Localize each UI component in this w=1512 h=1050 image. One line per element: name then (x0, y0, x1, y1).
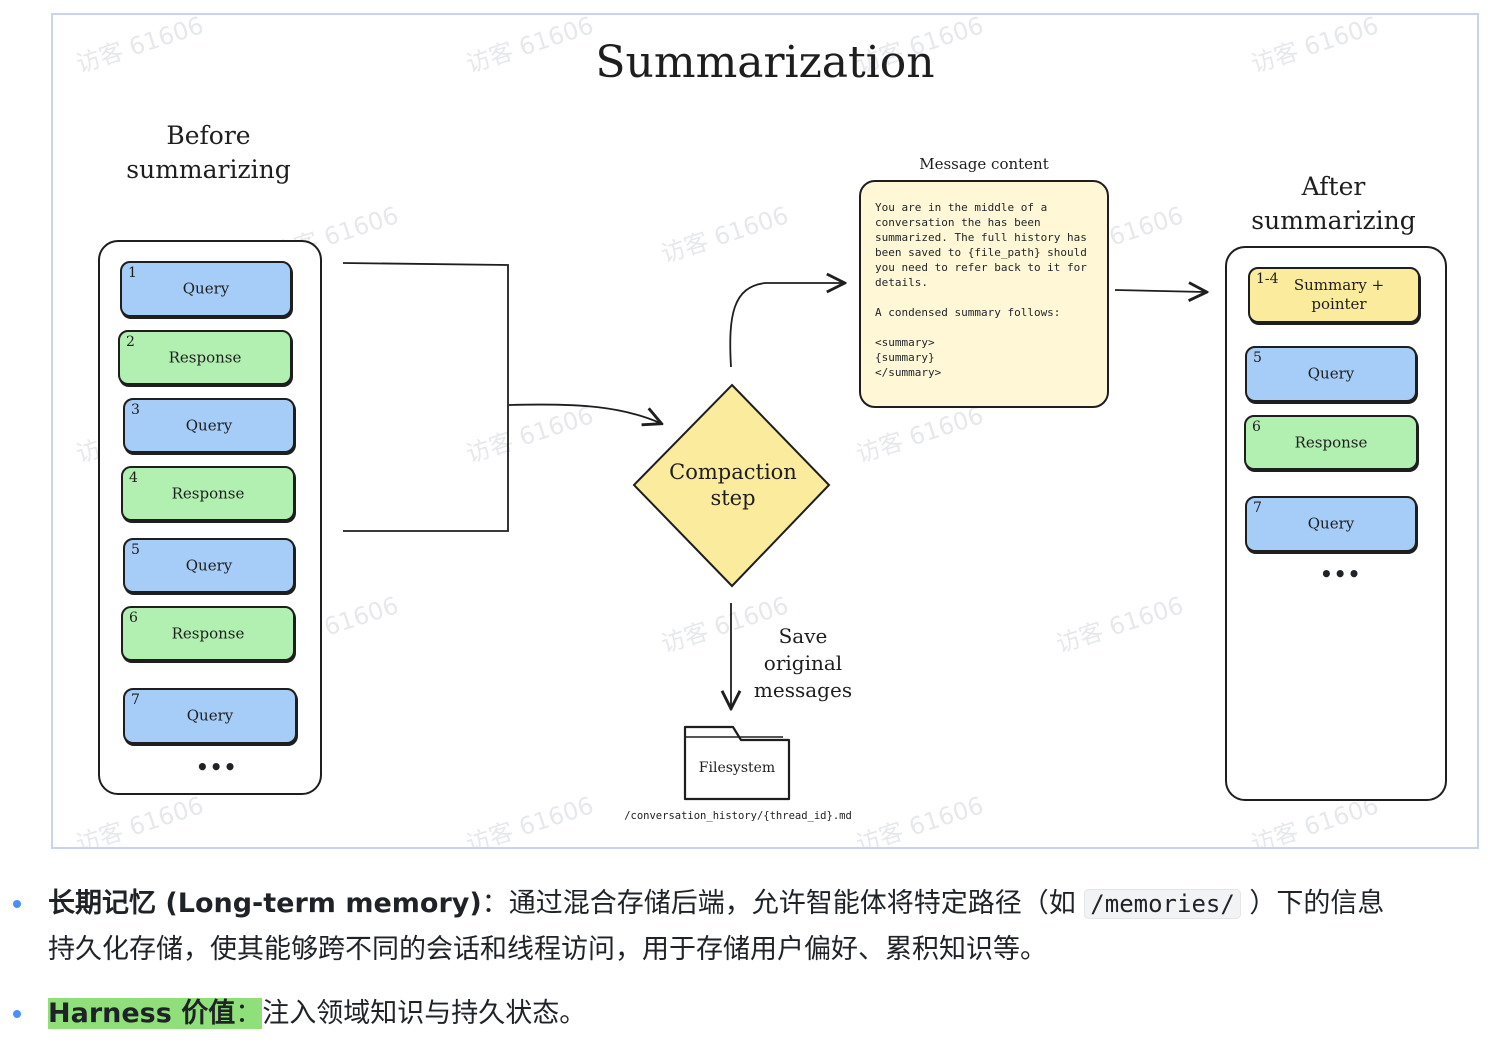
bullet-1-text-a: ：通过混合存储后端，允许智能体将特定路径（如 (481, 888, 1085, 919)
after-message-1: 1-4 Summary + pointer (1248, 267, 1420, 323)
message-label: Query (1307, 364, 1355, 383)
before-ellipsis: ••• (196, 755, 238, 779)
after-heading: After summarizing (1246, 170, 1421, 238)
bullet-dot-2 (13, 1010, 21, 1018)
message-label: Query (182, 279, 230, 298)
message-content-title: Message content (919, 155, 1049, 173)
save-label-line1: Save original (763, 624, 843, 675)
message-number: 1-4 (1256, 271, 1279, 287)
bullet-item-1: 长期记忆 (Long-term memory)：通过混合存储后端，允许智能体将特… (48, 881, 1488, 973)
message-label: Query (186, 706, 234, 725)
bullet-item-2: Harness 价值：注入领域知识与持久状态。 (48, 991, 1488, 1037)
before-heading-line2: summarizing (126, 155, 291, 184)
message-number: 6 (129, 610, 138, 626)
before-heading: Before summarizing (121, 119, 296, 187)
message-number: 7 (131, 692, 140, 708)
message-label: Response (171, 624, 245, 642)
save-messages-label: Save original messages (743, 623, 863, 704)
bullet-dot-1 (13, 900, 21, 908)
bracket-line (342, 262, 509, 532)
filesystem-path: /conversation_history/{thread_id}.md (624, 810, 852, 822)
compaction-label: Compaction step (653, 459, 813, 511)
message-content-para-1: You are in the middle of a conversation … (875, 201, 1094, 289)
after-ellipsis: ••• (1320, 562, 1362, 586)
message-number: 1 (128, 265, 137, 281)
message-content-para-2: A condensed summary follows: (875, 306, 1061, 319)
filesystem-label: Filesystem (698, 760, 776, 776)
message-number: 4 (129, 470, 138, 486)
before-heading-line1: Before (166, 121, 251, 150)
message-number: 5 (131, 542, 140, 558)
message-number: 5 (1253, 350, 1262, 366)
compaction-label-line1: Compaction (669, 460, 797, 484)
message-label: Query (1307, 514, 1355, 533)
message-label: Response (171, 484, 245, 502)
diagram-title: Summarization (595, 37, 935, 88)
bullet-2-text: 注入领域知识与持久状态。 (262, 998, 587, 1029)
message-number: 6 (1252, 419, 1261, 435)
message-label: Response (1294, 433, 1368, 451)
message-label: Query (185, 556, 233, 574)
message-number: 7 (1253, 500, 1262, 516)
arrow-to-after (1114, 290, 1205, 292)
message-label: Summary + pointer (1293, 276, 1385, 313)
after-heading-line1: After (1301, 172, 1366, 201)
bullet-1-line2: 持久化存储，使其能够跨不同的会话和线程访问，用于存储用户偏好、累积知识等。 (48, 934, 1047, 965)
bullet-2-title: Harness 价值 (48, 998, 236, 1029)
arrow-to-message-content (729, 283, 843, 368)
message-number: 2 (126, 334, 135, 350)
compaction-diamond (632, 383, 831, 588)
message-label: Query (185, 416, 233, 434)
message-content-para-3: <summary> {summary} </summary> (875, 336, 942, 379)
message-content-box: You are in the middle of a conversation … (859, 180, 1109, 408)
message-number: 3 (131, 402, 140, 418)
bullet-1-text-b: ）下的信息 (1240, 888, 1385, 919)
message-label: Response (168, 348, 242, 366)
arrow-to-compaction (508, 403, 660, 423)
compaction-label-line2: step (710, 486, 756, 510)
connector-lines (342, 262, 1479, 801)
folder-icon (683, 725, 791, 801)
memories-path-code: /memories/ (1084, 889, 1241, 919)
bullet-2-sep: ： (235, 998, 263, 1029)
bullet-1-title: 长期记忆 (Long-term memory) (48, 888, 482, 919)
after-heading-line2: summarizing (1251, 206, 1416, 235)
save-label-line2: messages (753, 678, 853, 702)
